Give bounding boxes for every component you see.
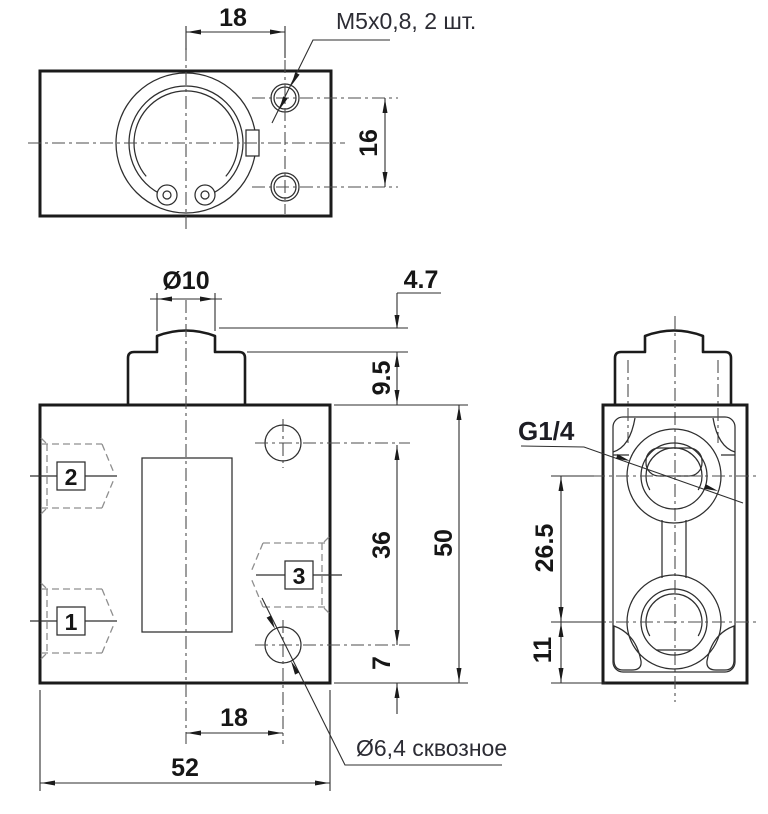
dim-text-95: 9.5 <box>368 361 396 396</box>
dim-text-265: 26.5 <box>531 524 559 573</box>
through-hole-callout-text: Ø6,4 сквозное <box>356 735 507 761</box>
port-2-number: 2 <box>65 464 78 490</box>
dim-top-18: 18 <box>185 4 286 58</box>
g14-callout-text: G1/4 <box>518 416 575 446</box>
port-3-balloon: 3 <box>256 560 342 590</box>
port-1-balloon: 1 <box>30 606 117 636</box>
port-2-hidden <box>40 437 115 515</box>
port-3-number: 3 <box>293 563 306 589</box>
front-view-body-outline <box>38 403 332 685</box>
port-1-hidden <box>40 582 115 660</box>
dim-text-47: 4.7 <box>404 266 439 294</box>
dim-widths: 18 52 <box>39 690 331 791</box>
circlip-lug-right <box>194 184 216 206</box>
side-view: G1/4 26.5 11 <box>518 316 758 702</box>
mounting-holes <box>255 419 410 744</box>
dim-text-52: 52 <box>171 754 199 782</box>
front-view: 2 1 3 Ø10 4. <box>30 266 507 791</box>
relief-top-right <box>712 417 736 453</box>
through-hole-callout: Ø6,4 сквозное <box>261 597 507 766</box>
dim-text-18-bottom: 18 <box>220 704 248 732</box>
dim-heights: 36 7 50 <box>334 404 468 714</box>
relief-bottom-right <box>706 625 735 671</box>
dim-dome-cap: 4.7 9.5 <box>219 266 441 405</box>
dim-text-o10: Ø10 <box>162 267 209 295</box>
port-2-balloon: 2 <box>30 461 117 491</box>
dim-text-50: 50 <box>430 529 458 557</box>
dim-text-7: 7 <box>368 656 396 670</box>
dim-text-16: 16 <box>355 129 383 157</box>
circlip-lug-left <box>156 184 178 206</box>
dim-text-36: 36 <box>368 531 396 559</box>
nameplate <box>141 457 233 633</box>
port-3-hidden <box>250 536 330 614</box>
side-face-recess <box>612 416 736 673</box>
side-view-cap <box>613 329 733 406</box>
dim-right-16: 16 <box>355 98 388 187</box>
dim-text-11: 11 <box>529 637 557 664</box>
m5-holes <box>252 60 398 214</box>
top-view: 18 16 M5x0,8, 2 шт. <box>28 4 476 232</box>
dim-port-positions: 26.5 11 <box>529 475 606 684</box>
m5-callout: M5x0,8, 2 шт. <box>271 8 476 124</box>
m5-callout-text: M5x0,8, 2 шт. <box>336 8 476 34</box>
relief-top-left <box>612 417 636 453</box>
port-1-number: 1 <box>65 609 78 635</box>
relief-bottom-left <box>613 625 642 671</box>
dim-text-18-top: 18 <box>219 4 247 32</box>
dim-stem-dia: Ø10 <box>150 267 222 331</box>
g14-callout: G1/4 <box>518 416 744 504</box>
